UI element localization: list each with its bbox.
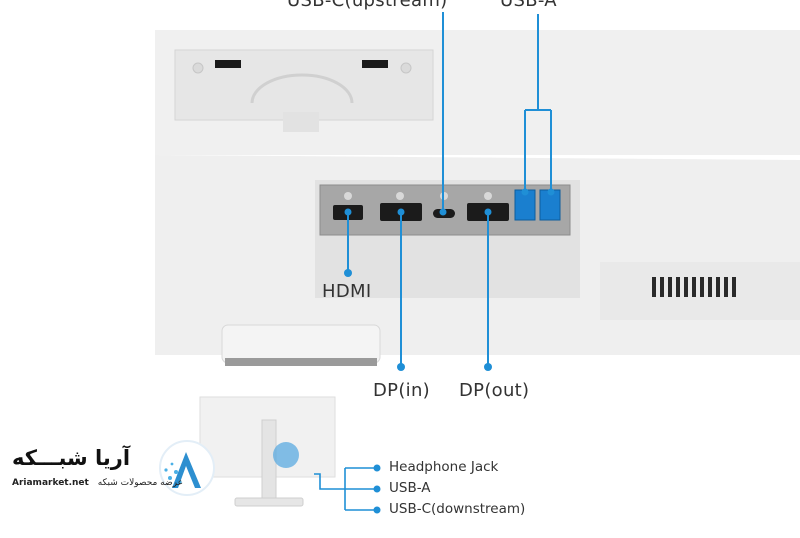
thumbnail-highlight [273,442,299,468]
logo-subline: Ariamarket.net عرضه محصولات شبکه [12,478,183,488]
stand-neck [283,112,319,132]
usba-top-label: USB-A [500,0,557,11]
side-callout-lines [314,467,378,511]
stand-foot [221,324,381,364]
dp-in-screw-icon [396,192,404,200]
vent-slots [652,277,736,297]
thumbnail-stand-base [234,497,304,507]
dp-out-label: DP(out) [459,380,530,401]
callout-dots [344,188,555,371]
usbc-upstream-label: USB-C(upstream) [287,0,448,11]
callout-lines [347,12,552,366]
hdmi-screw-icon [344,192,352,200]
logo-name: آریا شبـــکه [12,446,131,470]
hdmi-label: HDMI [322,281,372,302]
dp-in-label: DP(in) [373,380,430,401]
dp-out-screw-icon [484,192,492,200]
usbc-downstream-label: USB-C(downstream) [389,501,526,517]
usba-side-label: USB-A [389,480,431,496]
headphone-jack-label: Headphone Jack [389,459,499,475]
logo-site: Ariamarket.net [12,478,89,488]
stand-mount-arc [250,73,354,104]
thumbnail-stand-neck [261,419,277,503]
logo-tagline: عرضه محصولات شبکه [97,478,183,488]
vesa-slot-left [215,60,241,68]
logo-emblem-mark [172,452,201,488]
screw-left [192,62,204,74]
logo-emblem-dots [164,462,182,484]
side-callout-dots [373,464,381,514]
vesa-slot-right [362,60,388,68]
stand-foot-shadow [225,358,377,366]
screw-right [400,62,412,74]
vesa-mount-plate [174,49,434,121]
